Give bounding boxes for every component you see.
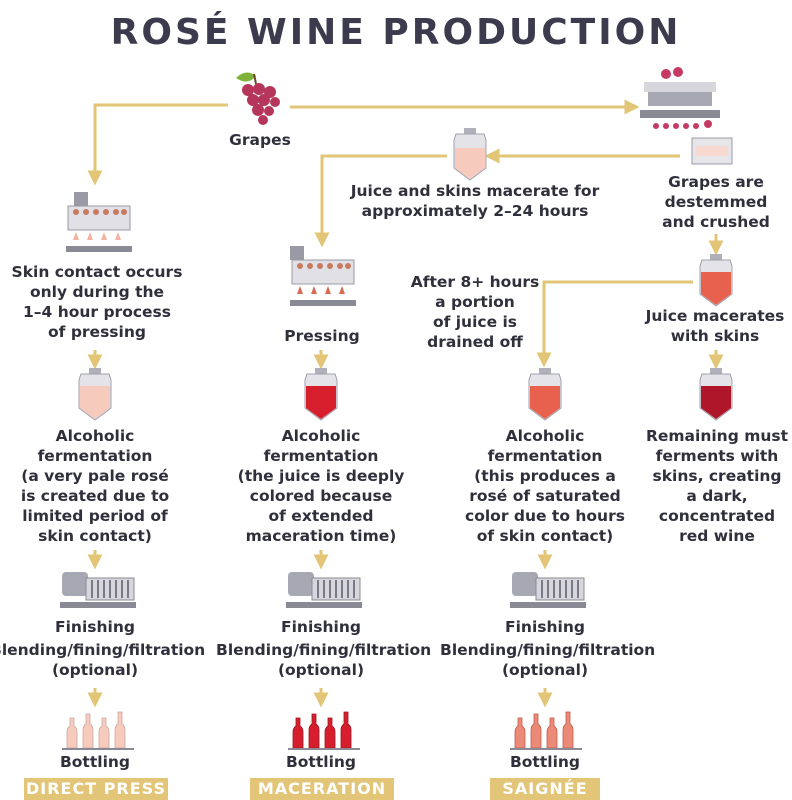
- filtration-machine-icon: [286, 572, 362, 608]
- node-juice-skins-macerate: Juice and skins macerate for approximate…: [350, 182, 600, 220]
- node-finishing-detail: Blending/fining/filtration (optional): [440, 641, 656, 679]
- page-title: ROSÉ WINE PRODUCTION: [110, 12, 682, 53]
- node-bottling: Bottling: [59, 753, 131, 771]
- grapes-icon: [236, 72, 280, 125]
- filtration-machine-icon: [510, 572, 586, 608]
- method-label-saignee: SAIGNÉE: [490, 778, 600, 800]
- bottles-icon: [288, 711, 360, 750]
- node-finishing-detail: Blending/fining/filtration (optional): [0, 641, 206, 679]
- node-pressing: Pressing: [284, 327, 360, 345]
- node-bottling: Bottling: [285, 753, 357, 771]
- node-bottling: Bottling: [509, 753, 581, 771]
- node-after-8-hours: After 8+ hours a portion of juice is dra…: [410, 273, 540, 351]
- node-fermentation-maceration: Alcoholic fermentation (the juice is dee…: [237, 427, 405, 545]
- method-label-maceration: MACERATION: [250, 778, 394, 800]
- bottles-icon: [62, 711, 134, 750]
- arrow-grapes-to-direct-press: [87, 103, 228, 186]
- node-finishing: Finishing: [281, 618, 361, 636]
- bottles-icon: [510, 711, 582, 750]
- method-label-direct-press: DIRECT PRESS: [24, 778, 168, 800]
- node-skin-contact: Skin contact occurs only during the 1–4 …: [11, 263, 183, 341]
- node-fermentation-direct-press: Alcoholic fermentation (a very pale rosé…: [20, 427, 170, 545]
- arrow-tank-to-pressing: [314, 154, 447, 248]
- node-fermentation-saignee: Alcoholic fermentation (this produces a …: [465, 427, 625, 545]
- fermentation-tank-icon: [304, 368, 338, 421]
- node-finishing-detail: Blending/fining/filtration (optional): [216, 641, 432, 679]
- press-icon: [290, 246, 356, 306]
- fermentation-tank-icon: [528, 368, 562, 421]
- filtration-machine-icon: [60, 572, 136, 608]
- fermentation-tank-icon: [78, 368, 112, 421]
- node-destemmed: Grapes are destemmed and crushed: [662, 173, 770, 231]
- fermentation-tank-icon: [699, 368, 733, 421]
- node-finishing: Finishing: [55, 618, 135, 636]
- arrow-macerate-to-saignee: [536, 280, 693, 368]
- node-juice-macerates: Juice macerates with skins: [645, 307, 785, 345]
- destemmer-crusher-icon: [640, 67, 733, 165]
- maceration-tank-icon: [699, 254, 733, 307]
- node-grapes: Grapes: [229, 131, 291, 149]
- press-icon: [66, 192, 132, 252]
- node-remaining-must: Remaining must ferments with skins, crea…: [645, 427, 789, 545]
- node-finishing: Finishing: [505, 618, 585, 636]
- maceration-tank-icon: [453, 128, 487, 181]
